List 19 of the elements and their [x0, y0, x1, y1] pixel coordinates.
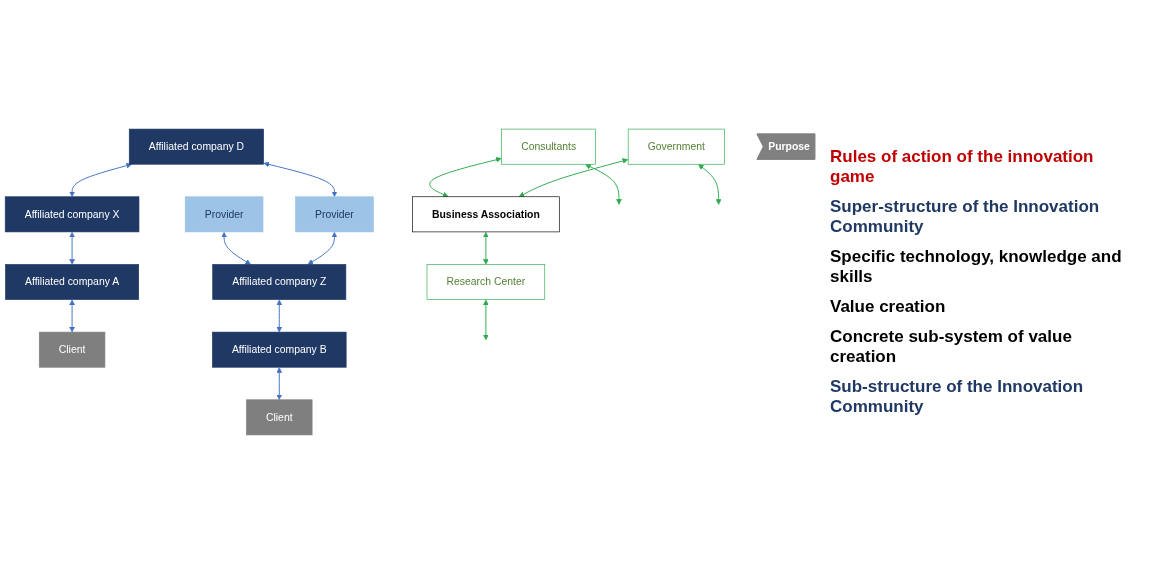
node-box: Business Association: [412, 196, 560, 233]
node-box: Affiliated company B: [212, 331, 347, 368]
node-box: Provider: [184, 196, 264, 233]
node-box: Affiliated company D: [128, 128, 264, 165]
note-text: Specific technology, knowledge and skills: [830, 247, 1123, 287]
node-box: Affiliated company A: [5, 264, 139, 300]
note-text: Concrete sub-system of value creation: [830, 327, 1073, 367]
node-box: Consultants: [501, 128, 596, 165]
note-text: Super-structure of the Innovation Community: [830, 197, 1101, 237]
note-text: Rules of action of the innovation game: [830, 147, 1095, 187]
node-box: Affiliated company Z: [212, 264, 347, 300]
node-box: Client: [246, 399, 313, 436]
node-box: Government: [627, 128, 725, 165]
note-text: Sub-structure of the Innovation Community: [830, 377, 1085, 417]
node-box: Provider: [295, 196, 374, 233]
note-text: Value creation: [830, 297, 947, 317]
node-box: Affiliated company X: [4, 196, 140, 233]
node-box: Client: [38, 331, 106, 368]
node-box: Research Center: [426, 264, 546, 300]
